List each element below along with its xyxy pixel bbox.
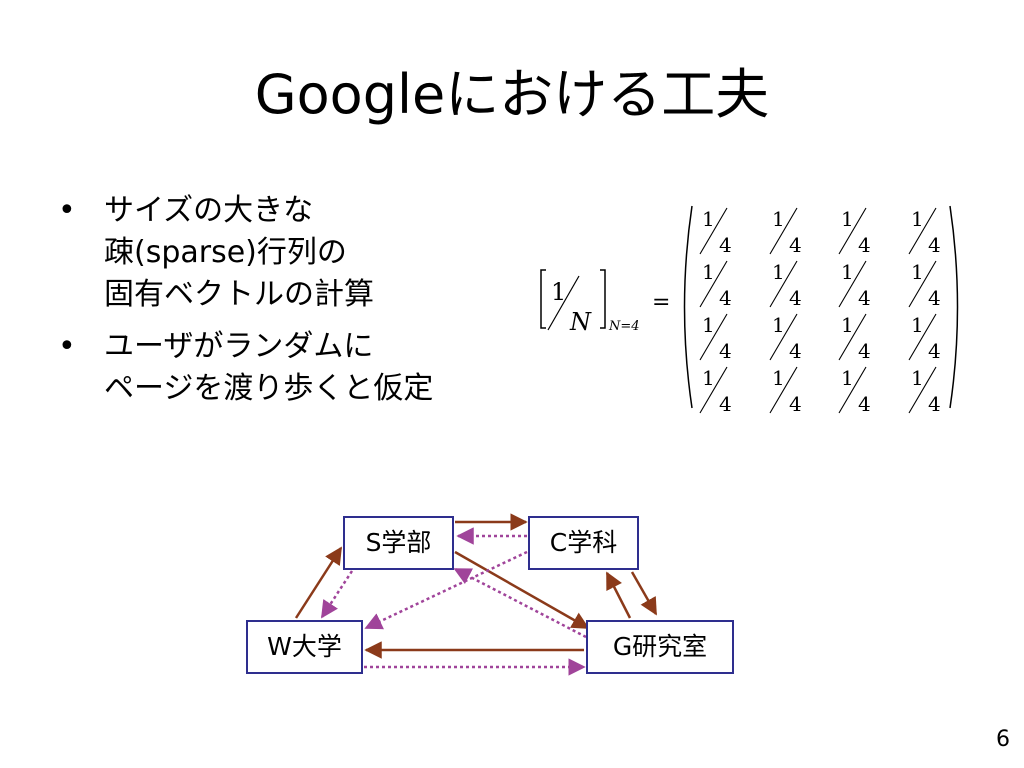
page-number: 6 [996,727,1010,752]
slide-title: Googleにおける工夫 [254,63,770,126]
edge-s-to-w [320,570,354,619]
bullet-item-2: ユーザがランダムに ページを渡り歩くと仮定 [58,326,433,410]
edge-c-to-g [630,571,658,616]
dotted-edges [320,527,587,676]
bullet-list: サイズの大きな 疎(sparse)行列の 固有ベクトルの計算 ユーザがランダムに… [58,190,433,420]
edge-g-to-c [605,571,632,619]
bullet-1-line-3: 固有ベクトルの計算 [104,277,374,312]
edge-w-to-s [294,546,343,619]
node-w-daigaku: W大学 [246,620,363,674]
bullet-1-line-2: 疎(sparse)行列の [104,235,347,270]
bullet-1-line-1: サイズの大きな [104,193,314,228]
solid-edges [294,513,658,659]
node-s-gakubu: S学部 [343,516,454,570]
edge-s-to-g [454,550,590,630]
edge-g-to-s [453,567,587,639]
node-c-gakka: C学科 [528,516,639,570]
bullet-2-line-2: ページを渡り歩くと仮定 [104,371,434,406]
node-g-kenkyushitsu: G研究室 [586,620,734,674]
bullet-2-line-1: ユーザがランダムに [104,329,374,364]
bullet-item-1: サイズの大きな 疎(sparse)行列の 固有ベクトルの計算 [58,190,433,316]
